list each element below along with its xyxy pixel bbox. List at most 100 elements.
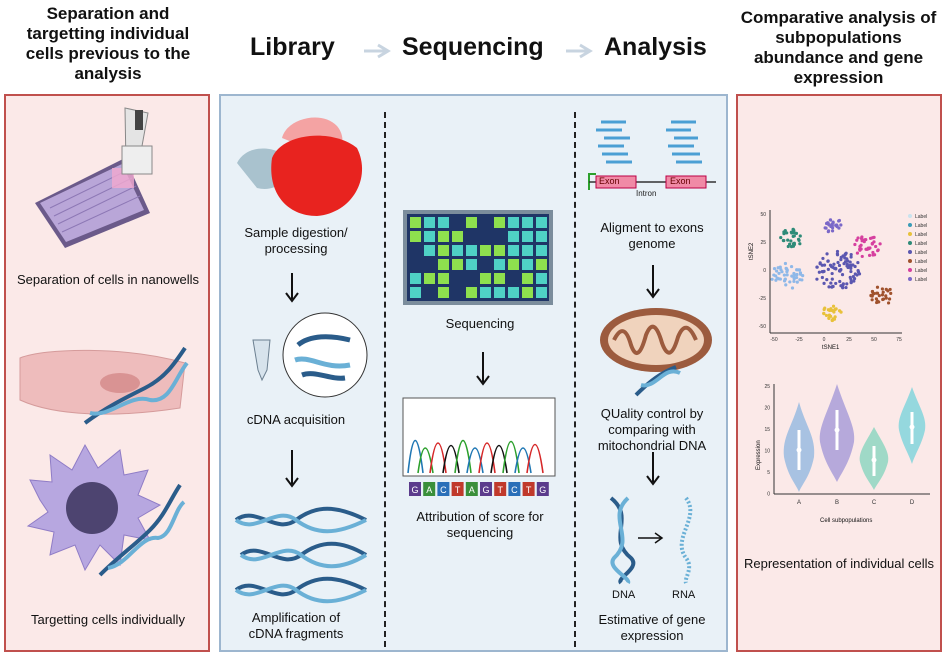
tsne-point (849, 269, 853, 274)
sequencing-cell (480, 245, 491, 256)
base-tile (480, 482, 492, 496)
sequencing-cell (452, 273, 463, 284)
tsne-point (870, 298, 874, 302)
mitochondria-icon (600, 308, 712, 397)
tsne-point (856, 260, 860, 265)
sequencing-cell (466, 259, 477, 270)
tsne-point (827, 223, 831, 227)
base-tile (522, 482, 535, 496)
base-letter: G (539, 485, 546, 495)
sequencing-cell (480, 259, 491, 270)
sequencing-cell (410, 231, 421, 242)
legend-swatch (908, 232, 912, 236)
violin-ytick: 10 (764, 449, 770, 455)
tsne-point (853, 242, 857, 247)
right-header: Comparative analysis of subpopulations a… (740, 8, 937, 87)
sequencing-cell (508, 217, 519, 228)
legend-swatch (908, 250, 912, 254)
sequencing-cell (508, 259, 519, 270)
tsne-point (835, 225, 839, 229)
tsne-ytick: 25 (760, 240, 766, 246)
tsne-point (770, 277, 774, 281)
sequencing-cell (536, 217, 547, 228)
sequencing-cell (452, 231, 463, 242)
tsne-point (788, 242, 792, 246)
sequencing-cell (494, 287, 505, 298)
tsne-point (790, 231, 794, 235)
tsne-point (855, 238, 859, 242)
analysis-header: Analysis (604, 33, 707, 61)
tsne-point (859, 236, 864, 241)
sequencing-cell (466, 217, 477, 228)
tsne-point (849, 280, 853, 284)
violin-xlabel: Cell subpopulations (820, 518, 873, 524)
tsne-point (849, 266, 853, 271)
tsne-point (845, 282, 849, 286)
tsne-point (772, 273, 776, 277)
legend-label: Label (915, 232, 927, 238)
legend-swatch (908, 241, 912, 245)
tsne-point (841, 282, 845, 286)
tsne-point (794, 231, 799, 235)
sequencing-cell (410, 217, 421, 228)
sequencing-cell (494, 245, 505, 256)
analysis-step2: QUality control by comparing with mitoch… (597, 406, 707, 453)
base-letter: C (511, 485, 518, 495)
sequencing-step1: Sequencing (445, 316, 515, 331)
sequencing-cell (438, 245, 449, 256)
down-arrow-icon (646, 452, 660, 486)
legend-swatch (908, 277, 912, 281)
tsne-point (815, 265, 819, 269)
tsne-point (792, 234, 796, 238)
tsne-point (797, 238, 801, 242)
tsne-point (822, 311, 826, 315)
sequencing-cell (480, 231, 491, 242)
sequencing-header: Sequencing (402, 33, 544, 61)
tsne-point (862, 239, 866, 244)
tsne-ylabel: tSNE2 (749, 242, 755, 260)
tsne-point (842, 262, 846, 266)
sequencing-cell (536, 231, 547, 242)
tsne-point (889, 291, 893, 295)
immune-cell-dna-icon (26, 443, 186, 577)
base-letter: G (411, 485, 418, 495)
tsne-point (822, 281, 826, 285)
chevron-arrow-icon (364, 43, 391, 59)
tsne-point (815, 277, 819, 281)
legend-swatch (908, 268, 912, 272)
tsne-point (798, 234, 802, 238)
tsne-point (785, 268, 789, 272)
sequencing-cell (522, 245, 533, 256)
sequencing-cell (536, 245, 547, 256)
sequencing-cell (452, 217, 463, 228)
tsne-point (855, 251, 860, 255)
tsne-point (876, 249, 880, 253)
tsne-point (836, 260, 840, 265)
tsne-point (778, 265, 782, 269)
chevron-arrow-icon (566, 43, 593, 59)
divider-sequencing-analysis (574, 112, 576, 647)
tsne-point (775, 269, 779, 273)
tsne-point (821, 256, 825, 261)
sequencing-cell (522, 273, 533, 284)
tsne-xlabel: tSNE1 (822, 345, 840, 351)
legend-label: Label (915, 259, 927, 265)
tsne-point (832, 310, 836, 314)
tsne-point (786, 244, 790, 249)
base-letter: G (482, 485, 489, 495)
tsne-point (779, 235, 783, 240)
tsne-point (822, 263, 827, 267)
right-caption: Representation of individual cells (743, 556, 935, 571)
tsne-point (831, 220, 835, 224)
tsne-point (831, 304, 836, 308)
sequencing-cell (480, 217, 491, 228)
sequencing-cell (536, 287, 547, 298)
tsne-point (785, 231, 789, 235)
tsne-point (797, 268, 802, 272)
exon-alignment-icon (588, 120, 716, 190)
violin-ytick: 25 (764, 384, 770, 390)
violin-ytick: 20 (764, 406, 770, 412)
tsne-point (792, 275, 796, 280)
base-letter: T (497, 485, 503, 495)
